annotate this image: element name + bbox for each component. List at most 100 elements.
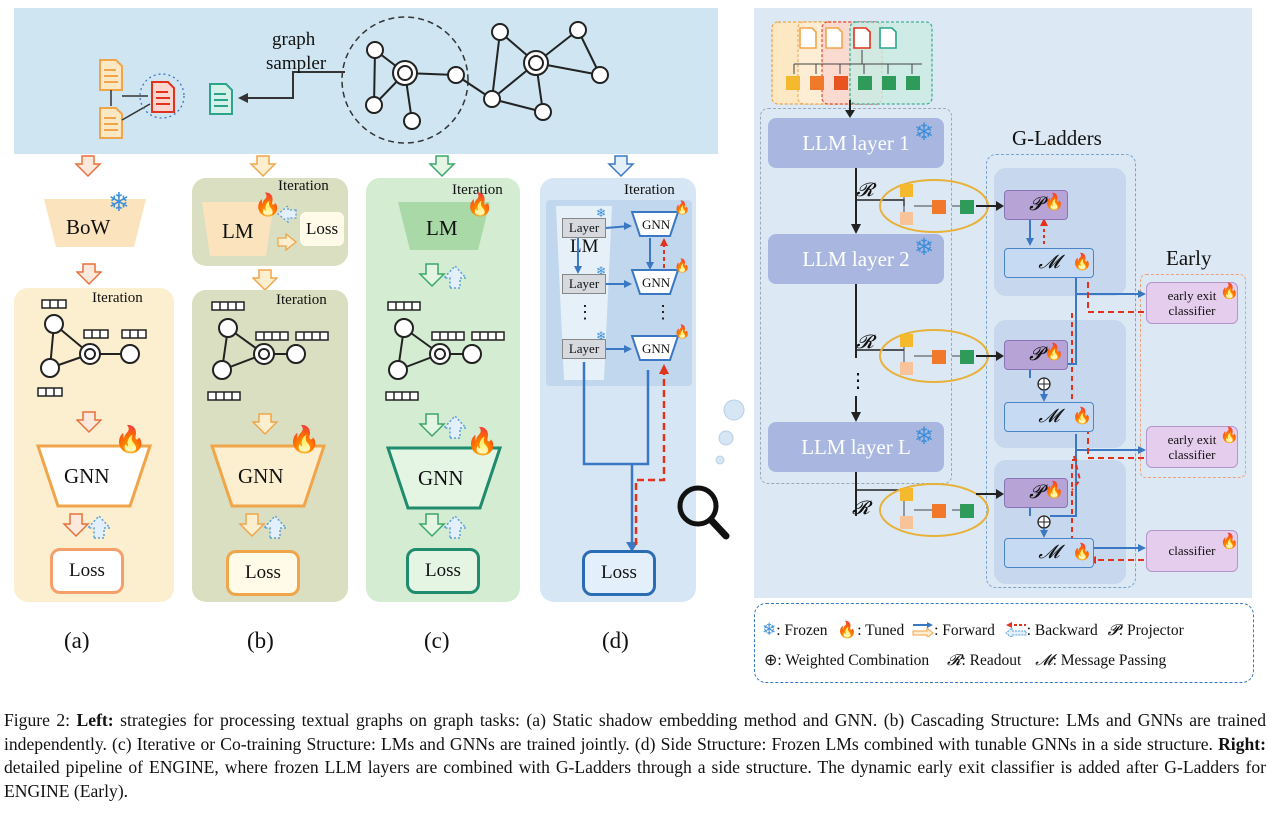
doc-to-llm-arrow — [845, 100, 855, 118]
panel-c-lm: LM — [426, 216, 458, 240]
legend-forward: : Forward — [934, 622, 995, 639]
legend-message-symbol: 𝓜 — [1035, 652, 1053, 669]
snowflake-icon: ❄ — [914, 424, 935, 450]
panel-b-loss-top: Loss — [300, 212, 344, 246]
panel-c-graph — [385, 301, 505, 401]
panel-label-d: (d) — [602, 628, 629, 653]
figure-caption: Figure 2: Left: strategies for processin… — [4, 709, 1266, 803]
fire-icon: 🔥 — [1072, 408, 1092, 425]
fire-icon: 🔥 — [466, 192, 494, 217]
panel-d-gnns — [574, 211, 680, 361]
backward-arrow-icon — [1004, 622, 1027, 640]
caption-left-label: Left: — [76, 710, 114, 730]
engine-connections — [851, 168, 1146, 564]
graph-sampler-label-1: graph — [272, 29, 316, 50]
panel-d-layer-3: Layer — [562, 339, 606, 359]
panel-d-gnn-3: GNN — [642, 341, 671, 356]
lm-trapezoid — [202, 202, 274, 256]
forward-backward-arrows — [238, 513, 288, 539]
snowflake-icon: ❄ — [596, 206, 607, 220]
fire-icon: 🔥 — [254, 192, 282, 217]
input-documents — [771, 21, 933, 105]
panel-a-loss: Loss — [50, 548, 124, 594]
panel-d-iteration: Iteration — [624, 182, 675, 198]
panel-d-gnn-2: GNN — [642, 275, 671, 290]
fire-icon: 🔥 — [674, 324, 691, 339]
fire-icon: 🔥 — [1220, 534, 1239, 550]
forward-backward-arrows — [418, 263, 468, 289]
fire-icon: 🔥 — [837, 622, 858, 639]
graph-sampler-label-2: sampler — [266, 53, 327, 74]
snowflake-icon: ❄ — [914, 235, 935, 261]
fire-icon: 🔥 — [1072, 544, 1092, 561]
snowflake-icon: ❄ — [762, 620, 777, 639]
panel-a-gnn: GNN — [64, 464, 110, 488]
band-down-arrows — [74, 155, 635, 178]
legend-message: : Message Passing — [1052, 652, 1167, 669]
forward-backward-arrows — [418, 513, 468, 539]
arrow-down-icon — [76, 263, 102, 286]
panel-d-flow-lines — [582, 362, 669, 552]
early-title: Early — [1166, 246, 1212, 270]
llm-layer-1: LLM layer 1 — [768, 118, 944, 168]
gnn-trapezoid — [209, 444, 327, 508]
readout-label-1: 𝓡 — [856, 180, 874, 201]
llm-layer-2: LLM layer 2 — [768, 234, 944, 284]
legend-readout-symbol: 𝓡 — [947, 652, 962, 669]
panel-label-c: (c) — [424, 628, 450, 653]
g-ladders-title: G-Ladders — [1012, 126, 1102, 150]
llm-layers-dots: ⋮ — [848, 370, 868, 392]
fire-icon: 🔥 — [288, 425, 321, 454]
message-passing-box-1: 𝓜 — [1004, 248, 1094, 278]
legend-projector: : Projector — [1118, 622, 1184, 639]
fire-icon: 🔥 — [1220, 284, 1239, 300]
caption-left-text: strategies for processing textual graphs… — [4, 710, 1266, 754]
fire-icon: 🔥 — [1044, 482, 1064, 499]
fire-icon: 🔥 — [674, 200, 691, 215]
legend-row-1: ❄: Frozen 🔥: Tuned : Forward : Backward … — [762, 620, 1184, 640]
weighted-combination-icon: ⊕ — [764, 652, 778, 669]
panel-d-dots-right: ⋮ — [654, 302, 672, 322]
fire-icon: 🔥 — [114, 425, 147, 454]
projector-box-1: 𝓟 — [1004, 190, 1068, 220]
panel-c-gnn: GNN — [418, 466, 464, 490]
forward-arrow-icon — [912, 622, 934, 640]
arrow-down-icon — [76, 411, 102, 434]
readout-label-l: 𝓡 — [852, 498, 870, 519]
panel-d-layer-2: Layer — [562, 274, 606, 294]
panel-label-b: (b) — [247, 628, 274, 653]
snowflake-icon: ❄ — [596, 329, 607, 343]
panel-b-graph — [207, 301, 329, 401]
caption-right-label: Right: — [1218, 733, 1266, 754]
legend-box — [754, 603, 1254, 683]
arrow-down-icon — [252, 269, 278, 292]
panel-b-loop-arrows — [276, 204, 298, 252]
snowflake-icon: ❄ — [596, 264, 607, 278]
legend-tuned: : Tuned — [857, 622, 905, 639]
forward-backward-arrows — [62, 513, 112, 539]
readout-label-2: 𝓡 — [856, 332, 874, 353]
panel-b-iteration-top: Iteration — [278, 178, 329, 194]
snowflake-icon: ❄ — [914, 120, 935, 146]
panel-d-gnn-1: GNN — [642, 217, 671, 232]
early-frame — [1140, 274, 1246, 478]
bow-label: BoW — [66, 215, 111, 239]
legend-row-2: ⊕: Weighted Combination 𝓡: Readout 𝓜: Me… — [764, 650, 1166, 670]
panel-d-loss: Loss — [582, 550, 656, 596]
legend-weighted: : Weighted Combination — [777, 652, 930, 669]
panel-a-iteration: Iteration — [92, 290, 143, 306]
panel-b-lm: LM — [222, 219, 254, 243]
legend-readout: : Readout — [961, 652, 1022, 669]
projector-box-2: 𝓟 — [1004, 340, 1068, 370]
fire-icon: 🔥 — [1044, 194, 1064, 211]
llm-layer-l: LLM layer L — [768, 422, 944, 472]
early-exit-classifier-2: early exit classifier — [1146, 426, 1238, 468]
message-passing-box-2: 𝓜 — [1004, 402, 1094, 432]
panel-d-layer-1: Layer — [562, 218, 606, 238]
legend-backward: : Backward — [1026, 622, 1098, 639]
legend-projector-symbol: 𝓟 — [1107, 622, 1119, 639]
panel-d-dots-left: ⋮ — [576, 302, 594, 322]
g-ladders-frame — [986, 154, 1136, 588]
fire-icon: 🔥 — [1220, 428, 1239, 444]
panel-b-loss: Loss — [226, 550, 300, 596]
